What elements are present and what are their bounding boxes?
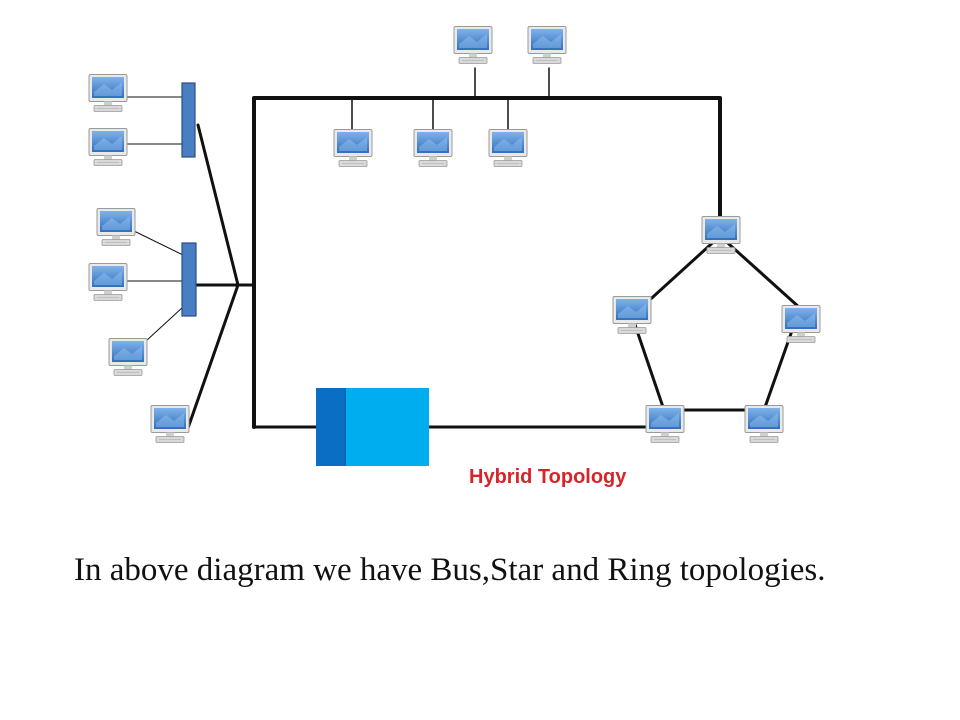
computer-icon [612,296,652,334]
network-cables [125,67,802,430]
caption-text: In above diagram we have Bus,Star and Ri… [74,552,826,588]
computer-icon [645,405,685,443]
computer-icon [88,263,128,301]
computer-icon [88,128,128,166]
diagram-title: Hybrid Topology [469,466,627,488]
computer-icon [413,129,453,167]
computer-icon [781,305,821,343]
switch-icon [316,388,429,466]
computer-icon [150,405,190,443]
computer-icon [744,405,784,443]
computer-icon [701,216,741,254]
hub-icon [181,242,197,317]
hybrid-topology-diagram [88,26,821,466]
bus-backbone [252,96,722,429]
computer-icon [333,129,373,167]
computer-icon [453,26,493,64]
ring-cable [630,234,802,412]
computer-icon [108,338,148,376]
computer-icon [527,26,567,64]
computer-icon [88,74,128,112]
computer-icon [488,129,528,167]
computer-icon [96,208,136,246]
hub-icon [181,82,196,158]
